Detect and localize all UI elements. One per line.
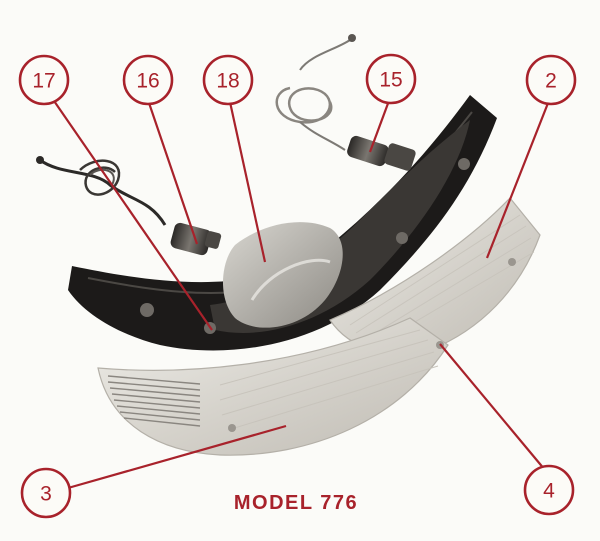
callout-15: 15 xyxy=(365,53,417,105)
wire-harness-left xyxy=(36,156,167,226)
leader-16 xyxy=(146,99,199,245)
reflector xyxy=(222,222,343,328)
callout-3-label: 3 xyxy=(40,483,52,506)
model-caption: MODEL 776 xyxy=(234,492,358,514)
wire-harness-right xyxy=(275,34,356,151)
leader-18 xyxy=(228,101,267,263)
callout-17: 17 xyxy=(18,54,70,106)
callout-16-label: 16 xyxy=(136,70,159,93)
bulb-holder-left xyxy=(170,222,222,256)
leader-17 xyxy=(51,97,213,331)
callout-18-label: 18 xyxy=(216,70,239,93)
leader-2 xyxy=(485,97,552,259)
callout-2: 2 xyxy=(525,54,577,106)
callout-2-label: 2 xyxy=(545,70,557,93)
callout-16: 16 xyxy=(122,54,174,106)
callout-3: 3 xyxy=(20,467,72,519)
callout-4: 4 xyxy=(523,464,575,516)
leader-4 xyxy=(439,343,546,471)
bulb-holder-right xyxy=(347,135,416,171)
lens-grille xyxy=(107,375,201,427)
callout-18: 18 xyxy=(202,54,254,106)
leader-lines xyxy=(51,97,552,490)
lens-lower xyxy=(97,317,449,456)
leader-3 xyxy=(67,424,287,490)
callout-15-label: 15 xyxy=(379,69,402,92)
callout-17-label: 17 xyxy=(32,70,55,93)
leader-15 xyxy=(368,97,392,153)
callout-4-label: 4 xyxy=(543,480,555,503)
